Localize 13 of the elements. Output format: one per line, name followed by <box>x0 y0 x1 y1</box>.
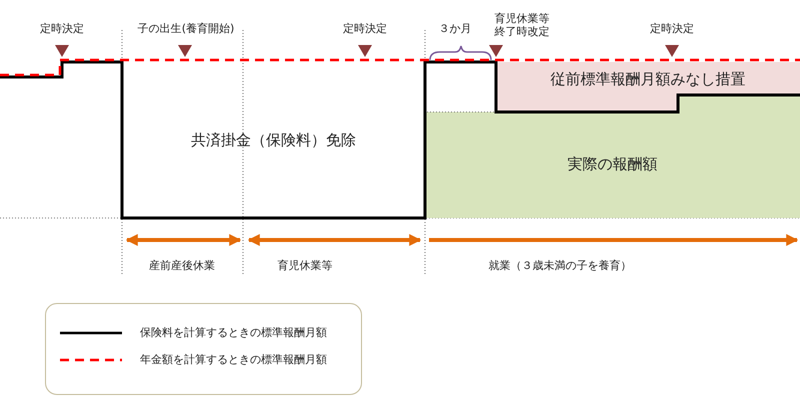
timing-label: 定時決定 <box>650 22 694 35</box>
period-label: 就業（３歳未満の子を養育） <box>488 259 632 272</box>
event-label: 子の出生(養育開始) <box>138 22 234 35</box>
event-label: 育児休業等終了時改定 <box>494 12 550 38</box>
period-label: 育児休業等 <box>278 259 332 272</box>
timing-label: 定時決定 <box>40 22 84 35</box>
timing-label: 定時決定 <box>343 22 387 35</box>
exemption-period-region: 共済掛金（保険料）免除 <box>122 60 425 220</box>
duration-label: ３か月 <box>438 22 472 35</box>
period-label: 産前産後休業 <box>149 259 215 272</box>
legend-label: 保険料を計算するときの標準報酬月額 <box>140 325 327 340</box>
legend-label: 年金額を計算するときの標準報酬月額 <box>140 352 327 367</box>
actual-salary-region: 実際の報酬額 <box>425 95 800 218</box>
